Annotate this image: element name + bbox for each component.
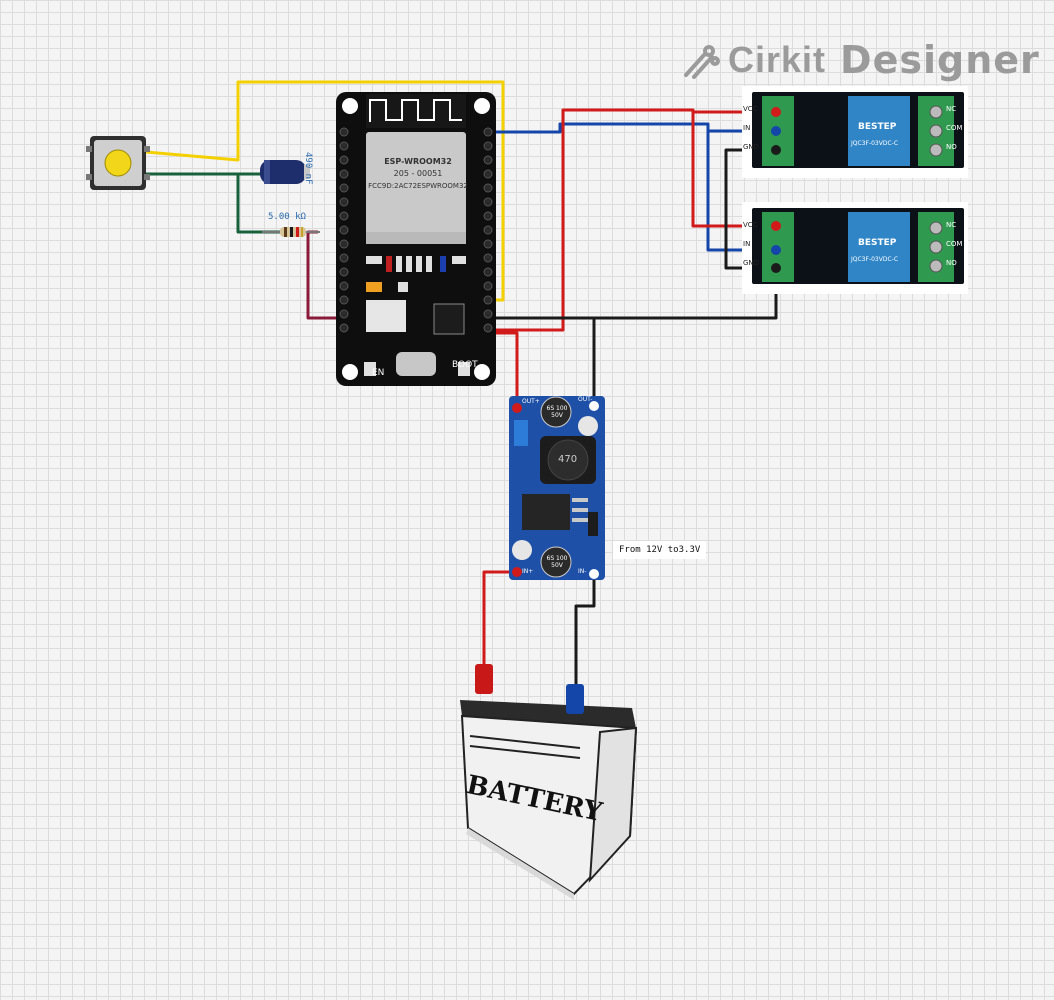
brand-logo: Cirkit Designer	[682, 32, 1040, 88]
relay1-no-label: NO	[946, 143, 957, 151]
wire-green[interactable]	[146, 172, 280, 234]
relay1-nc-label: NC	[946, 105, 957, 113]
relay1-right-labels: NC COM NO	[946, 100, 962, 157]
converter-out-minus-label: OUT-	[578, 396, 593, 403]
wire-blue-1[interactable]	[492, 122, 775, 134]
relay2-no-label: NO	[946, 259, 957, 267]
esp32-code: 205 - 00051	[393, 169, 443, 178]
relay-module-1[interactable]	[742, 86, 968, 178]
relay2-vcc-label: VCC	[743, 221, 758, 229]
converter-in-plus-label: IN+	[522, 568, 534, 575]
relay1-com-label: COM	[946, 124, 963, 132]
brand-name-cirkit: Cirkit	[728, 39, 827, 80]
relay2-in-label: IN	[743, 240, 751, 248]
relay2-nc-label: NC	[946, 221, 957, 229]
battery[interactable]	[460, 664, 638, 900]
esp32-module-text: ESP-WROOM32 205 - 00051 FCC9D:2AC72ESPWR…	[368, 132, 468, 192]
wire-black-battery[interactable]	[574, 574, 596, 690]
wire-black-1[interactable]	[492, 268, 778, 320]
buck-converter[interactable]	[509, 396, 605, 580]
capacitor[interactable]	[260, 160, 310, 184]
converter-cap-top-text: 6S 100 50V	[546, 405, 568, 419]
converter-cap-bottom-text: 6S 100 50V	[546, 555, 568, 569]
capacitor-value-label: 490 nF	[303, 152, 313, 185]
converter-inductor-text: 470	[558, 454, 578, 465]
annotation-note[interactable]: From 12V to3.3V	[613, 541, 707, 559]
relay1-model: JQC3F-03VDC-C	[851, 140, 899, 147]
relay-module-2[interactable]	[742, 202, 968, 294]
converter-out-plus-label: OUT+	[522, 398, 540, 405]
relay1-vcc-label: VCC	[743, 105, 758, 113]
pushbutton[interactable]	[86, 136, 150, 190]
cirkit-logo-icon	[684, 45, 720, 79]
esp32-fcc: FCC9D:2AC72ESPWROOM32	[368, 182, 468, 190]
relay1-left-labels: VCC IN GND	[743, 100, 759, 157]
relay1-in-label: IN	[743, 124, 751, 132]
relay1-brand: BESTEP	[858, 122, 897, 132]
esp32-board[interactable]	[336, 92, 496, 386]
relay2-left-labels: VCC IN GND	[743, 216, 759, 273]
relay2-com-label: COM	[946, 240, 963, 248]
relay2-gnd-label: GND	[743, 259, 760, 267]
wire-red-battery[interactable]	[482, 570, 516, 668]
esp32-module-name: ESP-WROOM32	[384, 157, 452, 166]
esp32-boot-label: BOOT	[452, 360, 478, 370]
converter-in-minus-label: IN-	[578, 568, 587, 575]
brand-name-designer: Designer	[840, 38, 1040, 82]
relay1-gnd-label: GND	[743, 143, 760, 151]
relay2-brand: BESTEP	[858, 238, 897, 248]
resistor[interactable]	[262, 227, 320, 237]
relay2-right-labels: NC COM NO	[946, 216, 962, 273]
relay2-model: JQC3F-03VDC-C	[851, 256, 899, 263]
resistor-value-label: 5.00 kΩ	[268, 212, 306, 222]
esp32-en-label: EN	[372, 368, 385, 378]
wire-red-1[interactable]	[492, 108, 775, 332]
wire-yellow[interactable]	[145, 80, 505, 302]
wire-red-3[interactable]	[492, 331, 519, 408]
